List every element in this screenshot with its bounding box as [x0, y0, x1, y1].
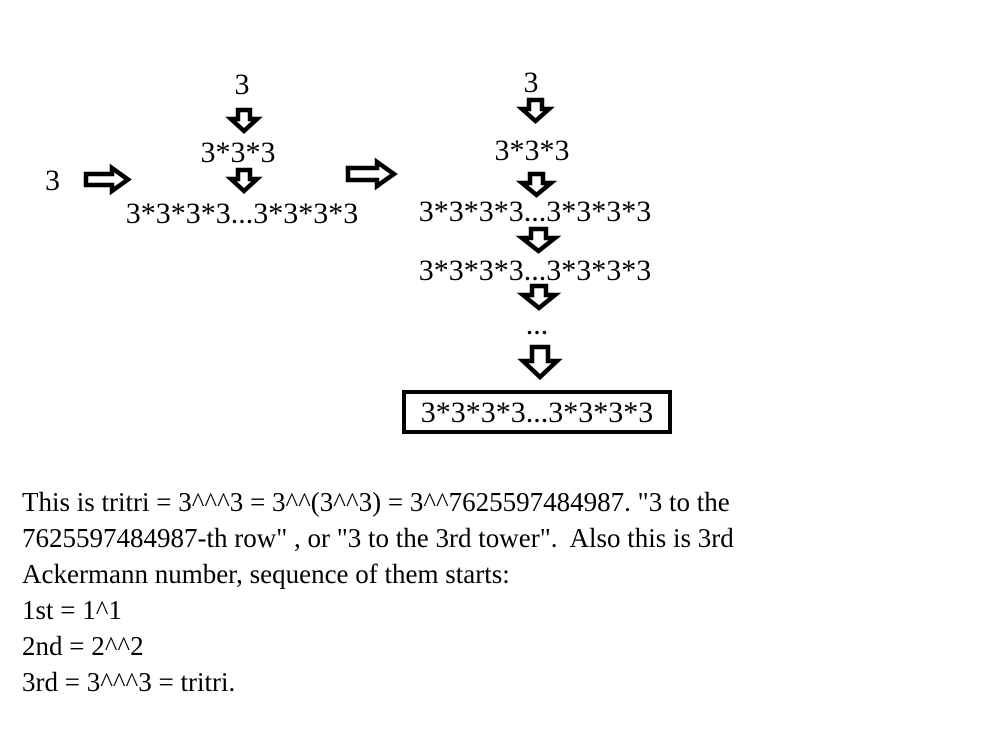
right-arrow-icon: [83, 163, 132, 196]
right-column-item: 3*3*3: [494, 134, 570, 167]
left-column-item: 3: [234, 68, 250, 101]
down-arrow-icon: [515, 226, 562, 254]
right-arrow-icon: [345, 157, 398, 191]
down-arrow-icon: [516, 97, 555, 125]
down-arrow-icon: [225, 107, 263, 135]
caption-line: 1st = 1^1: [22, 595, 122, 625]
result-box: 3*3*3*3...3*3*3*3: [402, 390, 672, 434]
right-column-item: 3: [523, 66, 539, 99]
caption-text: This is tritri = 3^^^3 = 3^^(3^^3) = 3^^…: [22, 484, 734, 700]
caption-line: 3rd = 3^^^3 = tritri.: [22, 667, 236, 697]
down-arrow-icon: [515, 171, 558, 198]
right-column-item: 3*3*3*3...3*3*3*3: [418, 195, 652, 228]
down-arrow-icon: [517, 344, 563, 381]
caption-line: Ackermann number, sequence of them start…: [22, 559, 510, 589]
caption-line: 7625597484987-th row" , or "3 to the 3rd…: [22, 523, 734, 553]
start-value: 3: [45, 164, 60, 197]
down-arrow-icon: [516, 283, 562, 311]
left-column-item: 3*3*3*3...3*3*3*3: [125, 197, 359, 230]
down-arrow-icon: [225, 167, 263, 195]
caption-line: This is tritri = 3^^^3 = 3^^(3^^3) = 3^^…: [22, 487, 730, 517]
ellipsis: ...: [525, 308, 549, 341]
right-column-item: 3*3*3*3...3*3*3*3: [418, 254, 652, 287]
left-column-item: 3*3*3: [200, 136, 276, 169]
caption-line: 2nd = 2^^2: [22, 631, 144, 661]
result-value: 3*3*3*3...3*3*3*3: [420, 396, 654, 429]
